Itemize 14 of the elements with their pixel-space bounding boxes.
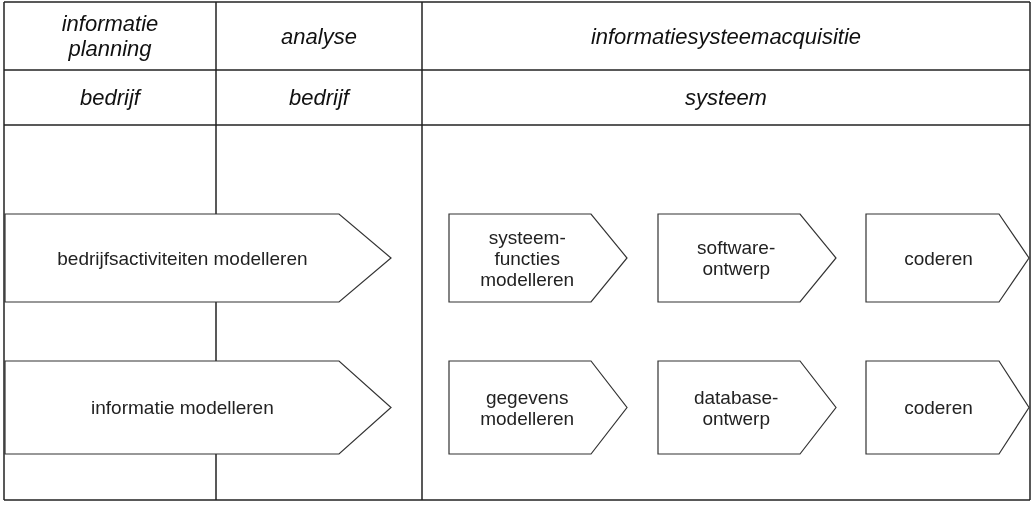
column-header: analyse [281,23,357,49]
step-label: coderen [904,397,973,418]
step-label: database-ontwerp [692,386,780,429]
step-label: coderen [904,247,973,269]
step-label: informatie modelleren [91,397,274,418]
step-label: software-ontwerp [696,237,777,279]
step-label: bedrijfsactiviteiten modelleren [57,247,308,269]
column-header: bedrijf [289,85,349,110]
column-header: informatie planning [60,11,160,61]
step-label: gegevens modelleren [479,386,576,429]
step-label: systeem-functies modelleren [479,226,576,290]
column-header: bedrijf [80,85,140,110]
column-header: informatiesysteemacquisitie [590,23,862,49]
column-header: systeem [685,85,767,110]
